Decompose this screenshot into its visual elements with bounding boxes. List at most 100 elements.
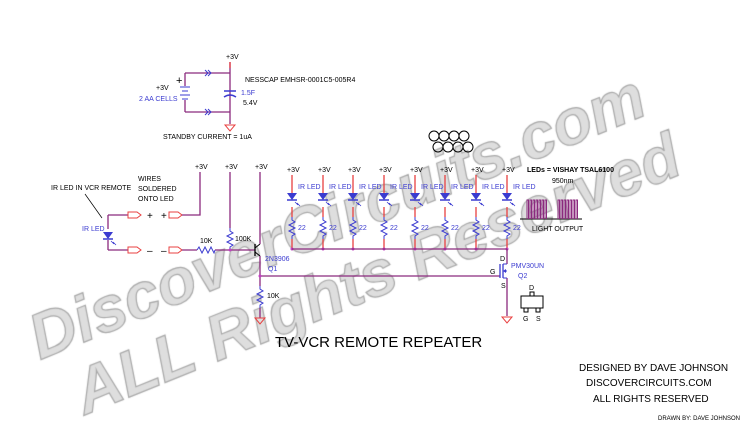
vcc-label: +3V [195,164,208,171]
r-collector-label: 10K [267,293,280,300]
pulse [572,199,575,219]
input-led-icon [102,231,117,246]
vcc-label: +3V [379,167,392,174]
ir-led-label: IR LED [298,184,321,191]
resistor-icon [411,216,419,240]
pulse [563,199,566,219]
r-base-label: 10K [200,238,213,245]
q2-section: D G S PMV30UN Q2 D G S [490,249,544,324]
pkg-g: G [523,316,528,323]
resistor-icon [349,216,357,240]
resistor-label: 22 [390,225,398,232]
vcc-label: +3V [440,167,453,174]
q2-gate: G [490,269,495,276]
minus-1: – [147,246,153,257]
light-output-label: LIGHT OUTPUT [532,226,584,233]
ir-led-icon [286,192,301,207]
ir-led-label: IR LED [451,184,474,191]
vcc-label: +3V [226,54,239,61]
q1-transistor-icon [254,243,261,257]
resistor-icon [319,216,327,240]
resistor-label: 22 [359,225,367,232]
drawn-by: DRAWN BY: DAVE JOHNSON [658,416,740,422]
resistor-label: 22 [451,225,459,232]
q1-part: 2N3906 [265,256,290,263]
standby-current: STANDBY CURRENT = 1uA [163,134,252,141]
ir-led-icon [501,192,516,207]
q2-drain: D [500,256,505,263]
vcc-label: +3V [502,167,515,174]
resistor-icon [503,216,511,240]
vcc-label: +3V [287,167,300,174]
ir-led-label: IR LED [390,184,413,191]
wires-label-3: ONTO LED [138,196,174,203]
resistor-icon [288,216,296,240]
pulse [541,199,544,219]
rights-label: ALL RIGHTS RESERVED [593,394,709,405]
resistor-label: 22 [421,225,429,232]
ground-icon [254,317,266,325]
pulse [532,199,535,219]
light-output-waveform [520,199,582,220]
resistor-label: 22 [329,225,337,232]
ir-led-label: IR LED [329,184,352,191]
q2-part: PMV30UN [511,263,544,270]
supply-section: +3V + +3V 2 AA CELLS NESSCAP EMHSR-0001C… [139,54,355,141]
pulse [566,199,569,219]
pulse [526,199,529,219]
ir-led-icon [439,192,454,207]
ground-icon [501,316,513,324]
pulse [529,199,532,219]
cap-part: NESSCAP EMHSR-0001C5-005R4 [245,77,355,84]
plus-2: + [161,211,167,222]
led-spec: LEDs = VISHAY TSAL6100 [527,167,614,174]
pulse [544,199,547,219]
led-branch: +3V IR LED 22 [378,167,413,251]
q1-ref: Q1 [268,266,277,273]
designed-by: DESIGNED BY DAVE JOHNSON [579,363,728,374]
site-label: DISCOVERCIRCUITS.COM [586,378,712,389]
led-array: +3V IR LED 22 +3V IR LED 22 +3V IR LED 22 +3V IR L… [286,167,536,251]
q2-ref: Q2 [518,273,527,280]
resistor-label: 22 [298,225,306,232]
pulse [557,199,560,219]
resistor-label: 22 [513,225,521,232]
input-section: IR LED IN VCR REMOTE WIRES SOLDERED ONTO… [51,164,208,257]
ir-led-label: IR LED [421,184,444,191]
r-pullup-label: 100K [235,236,252,243]
wires-label-2: SOLDERED [138,186,177,193]
vcc-label: +3V [225,164,238,171]
wires-label-1: WIRES [138,176,161,183]
sot23-package-icon [520,291,544,313]
pulse [575,199,578,219]
pkg-d: D [529,285,534,292]
pulse [535,199,538,219]
cap-voltage: 5.4V [243,100,258,107]
ir-led-icon [317,192,332,207]
battery-voltage: +3V [156,85,169,92]
pulse [538,199,541,219]
resistor-icon [380,216,388,240]
ir-led-icon [347,192,362,207]
ground-icon [224,124,236,132]
plus-1: + [147,211,153,222]
pkg-s: S [536,316,541,323]
vcc-label: +3V [318,167,331,174]
ir-led-icon [470,192,485,207]
ir-led-label: IR LED [359,184,382,191]
cap-value: 1.5F [241,90,255,97]
battery-plus-icon: + [176,75,182,87]
capacitor-icon [223,90,237,98]
q2-source: S [501,283,506,290]
resistor-icon [472,216,480,240]
pulse [560,199,563,219]
battery-label: 2 AA CELLS [139,96,178,103]
led-wavelength: 950nm [552,178,574,185]
led-branch: +3V IR LED 22 [317,167,352,251]
page-title: TV-VCR REMOTE REPEATER [275,334,482,351]
